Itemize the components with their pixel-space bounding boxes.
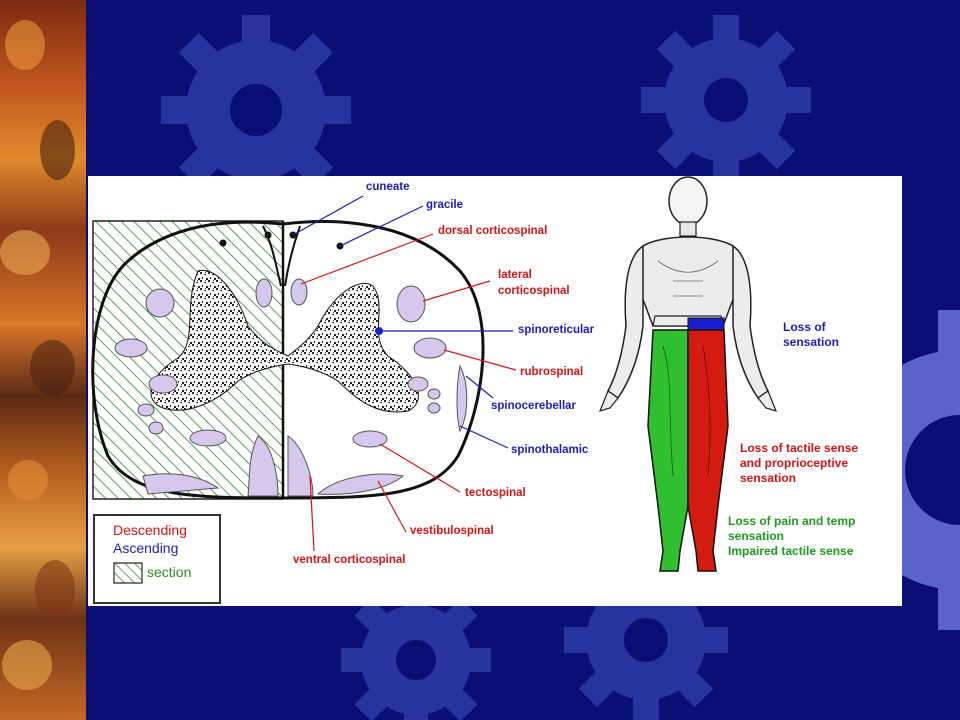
leader-line	[465, 375, 494, 399]
label-spinoreticular: spinoreticular	[518, 324, 595, 336]
legend-descending: Descending	[113, 522, 187, 538]
annotation-line: Impaired tactile sense	[728, 544, 854, 558]
tract-ellipse	[145, 288, 175, 318]
tract-ellipse	[407, 376, 429, 392]
leader-line	[422, 280, 491, 302]
label-corticospinal: corticospinal	[498, 285, 570, 297]
leader-line	[292, 195, 364, 236]
leader-line	[300, 233, 434, 285]
tract-ellipse	[137, 403, 155, 417]
label-ventral-corticospinal: ventral corticospinal	[293, 554, 406, 566]
leader-line	[379, 443, 461, 493]
texture-blot	[0, 230, 50, 275]
grey-matter	[150, 270, 419, 413]
tract-ellipse	[287, 435, 314, 497]
tract-dot	[264, 231, 272, 239]
spinal-cord-diagram	[91, 176, 778, 572]
label-lateral: lateral	[498, 269, 532, 281]
gear-icon	[161, 15, 351, 205]
label-spinocerebellar: spinocerebellar	[491, 400, 577, 412]
label-gracile: gracile	[426, 199, 464, 211]
tract-ellipse	[142, 473, 220, 495]
human-figure	[598, 176, 778, 572]
texture-blot	[30, 340, 75, 395]
legend-ascending: Ascending	[113, 540, 179, 556]
ascending-leader-lines	[292, 195, 513, 449]
label-tectospinal: tectospinal	[465, 487, 526, 499]
tract-ellipse	[396, 285, 426, 323]
annotation-line: and proprioceptive	[740, 456, 849, 470]
legend: Descending Ascending section	[93, 514, 221, 604]
texture-blot	[5, 20, 45, 70]
tract-dot	[219, 239, 227, 247]
descending-leader-lines	[300, 233, 517, 552]
annotation-line: Loss of pain and temp	[728, 514, 856, 528]
left-hand	[598, 390, 619, 412]
tract-ellipse	[114, 338, 148, 358]
annotation-line: sensation	[740, 471, 797, 485]
texture-blot	[8, 460, 48, 500]
texture-blot	[2, 640, 52, 690]
leader-line	[443, 349, 517, 371]
annotation-line: Loss of	[783, 320, 826, 334]
tract-ellipse	[255, 278, 273, 308]
tract-ellipse	[189, 429, 227, 447]
dorsal-septum-right	[284, 225, 301, 287]
leader-line	[377, 480, 407, 533]
left-decorative-strip	[0, 0, 86, 720]
torso	[637, 236, 739, 327]
spinal-cord-outline	[91, 219, 485, 500]
tract-dots	[219, 231, 344, 250]
tract-ellipse	[148, 421, 164, 435]
tract-ellipse	[148, 374, 178, 394]
tract-ellipse	[316, 473, 405, 495]
annotation-loss-of-sensation: Loss of sensation	[783, 320, 839, 350]
tract-ellipse	[290, 278, 308, 306]
texture-blot	[40, 120, 75, 180]
tract-ellipse	[427, 402, 441, 414]
label-dorsal-corticospinal: dorsal corticospinal	[438, 225, 548, 237]
tract-ellipse	[413, 337, 447, 359]
label-spinothalamic: spinothalamic	[511, 444, 589, 456]
dorsal-septum-left	[262, 225, 282, 287]
red-leg	[687, 329, 729, 572]
annotation-pain-temp-loss: Loss of pain and temp sensation Impaired…	[728, 514, 855, 559]
right-arm	[732, 244, 769, 400]
green-leg	[647, 329, 689, 572]
texture-blot	[35, 560, 75, 620]
tract-ellipse	[247, 435, 279, 497]
tract-ellipse	[352, 430, 388, 448]
annotation-line: Loss of tactile sense	[740, 441, 859, 455]
right-hand	[757, 390, 778, 412]
leader-line	[309, 475, 315, 552]
head	[668, 176, 708, 226]
diagram-panel: cuneate gracile dorsal corticospinal lat…	[88, 176, 902, 606]
gear-icon	[341, 585, 491, 720]
tract-ellipses	[114, 278, 468, 497]
annotation-tactile-loss: Loss of tactile sense and proprioceptive…	[740, 441, 858, 486]
label-vestibulospinal: vestibulospinal	[410, 525, 494, 537]
label-cuneate: cuneate	[366, 181, 410, 193]
gear-icon	[641, 15, 811, 185]
leader-line	[339, 205, 424, 247]
left-arm	[607, 244, 644, 400]
annotation-line: sensation	[783, 335, 840, 349]
tract-ellipse	[456, 364, 468, 433]
blue-region	[687, 317, 725, 331]
leader-line	[459, 425, 509, 449]
neck	[679, 221, 697, 237]
tract-ellipse	[427, 388, 441, 400]
legend-section: section	[147, 564, 192, 580]
legend-hatch-swatch	[113, 562, 143, 584]
label-rubrospinal: rubrospinal	[520, 366, 584, 378]
annotation-line: sensation	[728, 529, 785, 543]
